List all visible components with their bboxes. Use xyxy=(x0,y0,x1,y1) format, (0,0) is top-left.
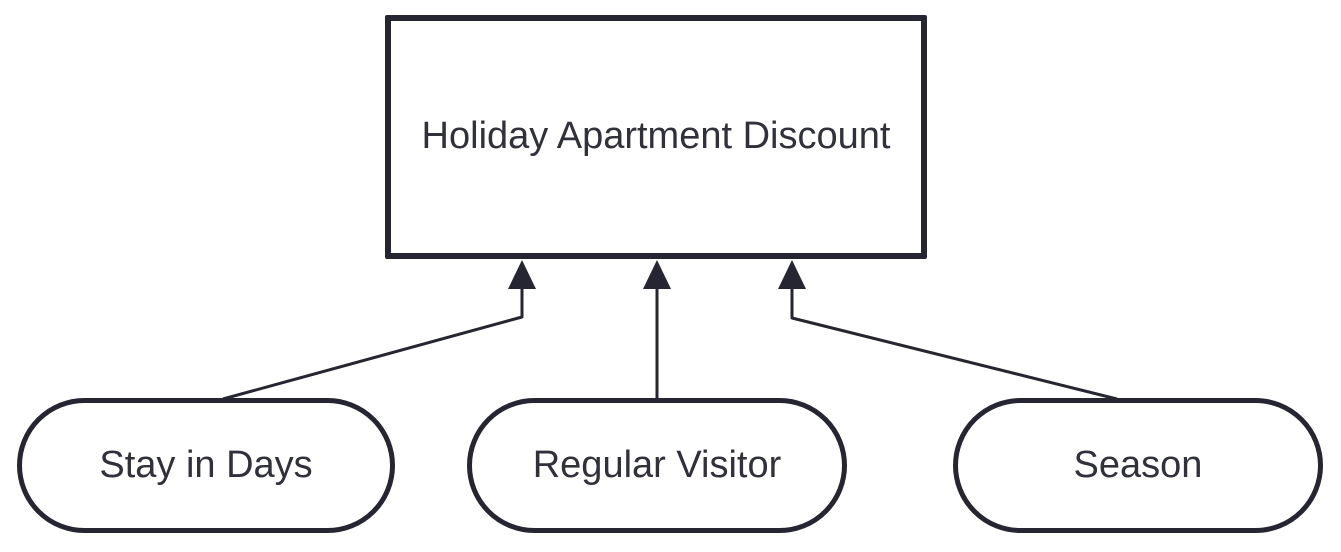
factor-node-label: Season xyxy=(1073,443,1203,486)
node-season: Season xyxy=(953,398,1323,533)
node-holiday-apartment-discount: Holiday Apartment Discount xyxy=(385,15,927,259)
arrowhead-up-icon xyxy=(643,260,671,289)
node-stay-in-days: Stay in Days xyxy=(17,398,395,533)
factor-node-label: Stay in Days xyxy=(99,443,313,486)
arrowhead-up-icon xyxy=(778,260,806,289)
factor-node-label: Regular Visitor xyxy=(532,443,782,486)
connector-season xyxy=(790,286,1118,401)
node-regular-visitor: Regular Visitor xyxy=(467,398,847,533)
root-node-label: Holiday Apartment Discount xyxy=(421,115,891,158)
connector-stay-in-days xyxy=(222,286,524,401)
arrowhead-up-icon xyxy=(508,260,536,289)
